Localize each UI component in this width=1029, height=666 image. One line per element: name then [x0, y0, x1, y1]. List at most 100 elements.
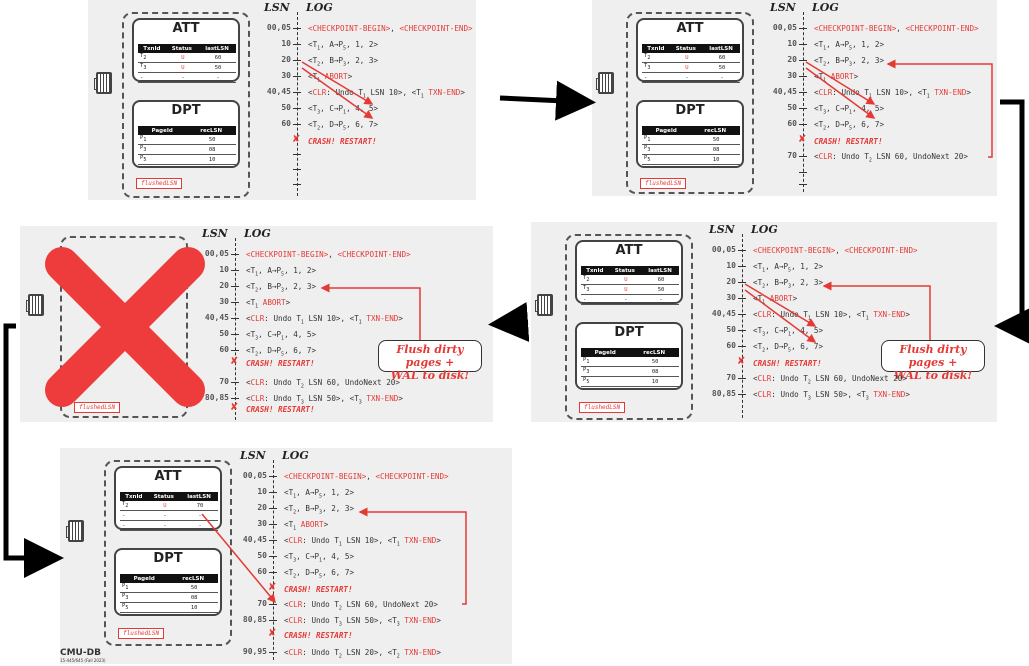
lsn-label: 60 — [787, 119, 797, 128]
lsn-header: LSN — [709, 223, 735, 236]
axis-tick — [799, 156, 807, 157]
log-record: <CHECKPOINT-BEGIN>, <CHECKPOINT-END> — [246, 250, 411, 259]
lsn-label: 70 — [257, 599, 267, 608]
lsn-header: LSN — [264, 1, 290, 14]
axis-tick — [293, 108, 301, 109]
log-axis — [803, 12, 804, 192]
log-record: <CLR: Undo T3 LSN 50>, <T3 TXN-END> — [753, 390, 910, 402]
log-record: <T1, A→P5, 1, 2> — [284, 488, 355, 500]
log-record: <CLR: Undo T2 LSN 60, UndoNext 20> — [753, 374, 907, 386]
log-record: <T2, B→P3, 2, 3> — [246, 282, 317, 294]
axis-tick — [738, 378, 746, 379]
axis-tick — [738, 298, 746, 299]
disk-icon — [94, 72, 112, 94]
log-record: <T2, B→P3, 2, 3> — [753, 278, 824, 290]
lsn-label: 40,45 — [242, 535, 267, 544]
crash-x-icon: ✘ — [268, 582, 277, 593]
crash-label: CRASH! RESTART! — [753, 359, 822, 368]
axis-tick — [293, 44, 301, 45]
lsn-label: 20 — [726, 277, 736, 286]
log-header: LOG — [812, 1, 839, 14]
log-axis — [235, 238, 236, 420]
axis-tick — [231, 318, 239, 319]
flow-arrow-4-5 — [3, 323, 64, 578]
panel-4: flushedLSN LSN LOG ✘ CRASH! RESTART! ✘ C… — [20, 226, 493, 422]
flow-arrow-2-3 — [994, 99, 1029, 346]
axis-tick — [738, 266, 746, 267]
log-header: LOG — [751, 223, 778, 236]
axis-tick — [799, 172, 807, 173]
axis-tick — [738, 282, 746, 283]
lsn-label: 70 — [219, 377, 229, 386]
disk-icon — [596, 72, 614, 94]
lsn-label: 50 — [219, 329, 229, 338]
axis-tick — [293, 124, 301, 125]
crash-x-icon: ✘ — [737, 356, 746, 367]
crash-x-icon: ✘ — [230, 402, 239, 413]
lsn-label: 30 — [726, 293, 736, 302]
lsn-label: 40,45 — [711, 309, 736, 318]
lsn-label: 50 — [787, 103, 797, 112]
disk-icon — [66, 520, 84, 542]
axis-tick — [738, 346, 746, 347]
lsn-label: 50 — [281, 103, 291, 112]
lsn-label: 20 — [787, 55, 797, 64]
flush-note-bubble: Flush dirty pages +WAL to disk! — [881, 340, 985, 382]
lsn-label: 20 — [219, 281, 229, 290]
dpt-title: DPT — [614, 325, 644, 340]
lsn-label: 70 — [787, 151, 797, 160]
log-record: <CHECKPOINT-BEGIN>, <CHECKPOINT-END> — [753, 246, 918, 255]
log-record: <T1, A→P5, 1, 2> — [308, 40, 379, 52]
log-axis — [742, 234, 743, 418]
flushed-lsn-label: flushedLSN — [136, 178, 183, 189]
log-record: <T1, A→P5, 1, 2> — [753, 262, 824, 274]
crash-x-icon: ✘ — [798, 134, 807, 145]
lsn-label: 40,45 — [266, 87, 291, 96]
log-record: <T2, D→P5, 6, 7> — [814, 120, 885, 132]
axis-tick — [799, 44, 807, 45]
log-header: LOG — [244, 227, 271, 240]
dpt-title: DPT — [153, 551, 183, 566]
log-record: <T1, A→P5, 1, 2> — [246, 266, 317, 278]
axis-tick — [269, 524, 277, 525]
axis-tick — [799, 28, 807, 29]
log-record: <CLR: Undo T2 LSN 20>, <T2 TXN-END> — [284, 648, 441, 660]
log-record: <T2, B→P3, 2, 3> — [814, 56, 885, 68]
crash-x-icon: ✘ — [230, 356, 239, 367]
disk-icon — [535, 294, 553, 316]
axis-tick — [799, 60, 807, 61]
log-record: <T2, D→P5, 6, 7> — [284, 568, 355, 580]
log-record: <T3, C→P1, 4, 5> — [246, 330, 317, 342]
lsn-label: 00,05 — [242, 471, 267, 480]
axis-tick — [293, 76, 301, 77]
axis-tick — [269, 540, 277, 541]
log-record: <CLR: Undo T3 LSN 50>, <T3 TXN-END> — [246, 394, 403, 406]
flush-note-bubble: Flush dirty pages +WAL to disk! — [378, 340, 482, 382]
lsn-label: 60 — [726, 341, 736, 350]
axis-tick — [293, 92, 301, 93]
lsn-label: 50 — [257, 551, 267, 560]
log-record: <T3, C→P1, 4, 5> — [284, 552, 355, 564]
memory-lost-x-icon — [45, 247, 205, 407]
lsn-label: 10 — [787, 39, 797, 48]
log-axis — [297, 12, 298, 196]
axis-tick — [269, 508, 277, 509]
lsn-header: LSN — [240, 449, 266, 462]
axis-tick — [799, 76, 807, 77]
log-record: <T1, A→P5, 1, 2> — [814, 40, 885, 52]
axis-tick — [293, 169, 301, 170]
log-record: <CLR: Undo T1 LSN 10>, <T1 TXN-END> — [284, 536, 441, 548]
log-record: <T2, D→P5, 6, 7> — [246, 346, 317, 358]
lsn-label: 30 — [219, 297, 229, 306]
axis-tick — [231, 286, 239, 287]
